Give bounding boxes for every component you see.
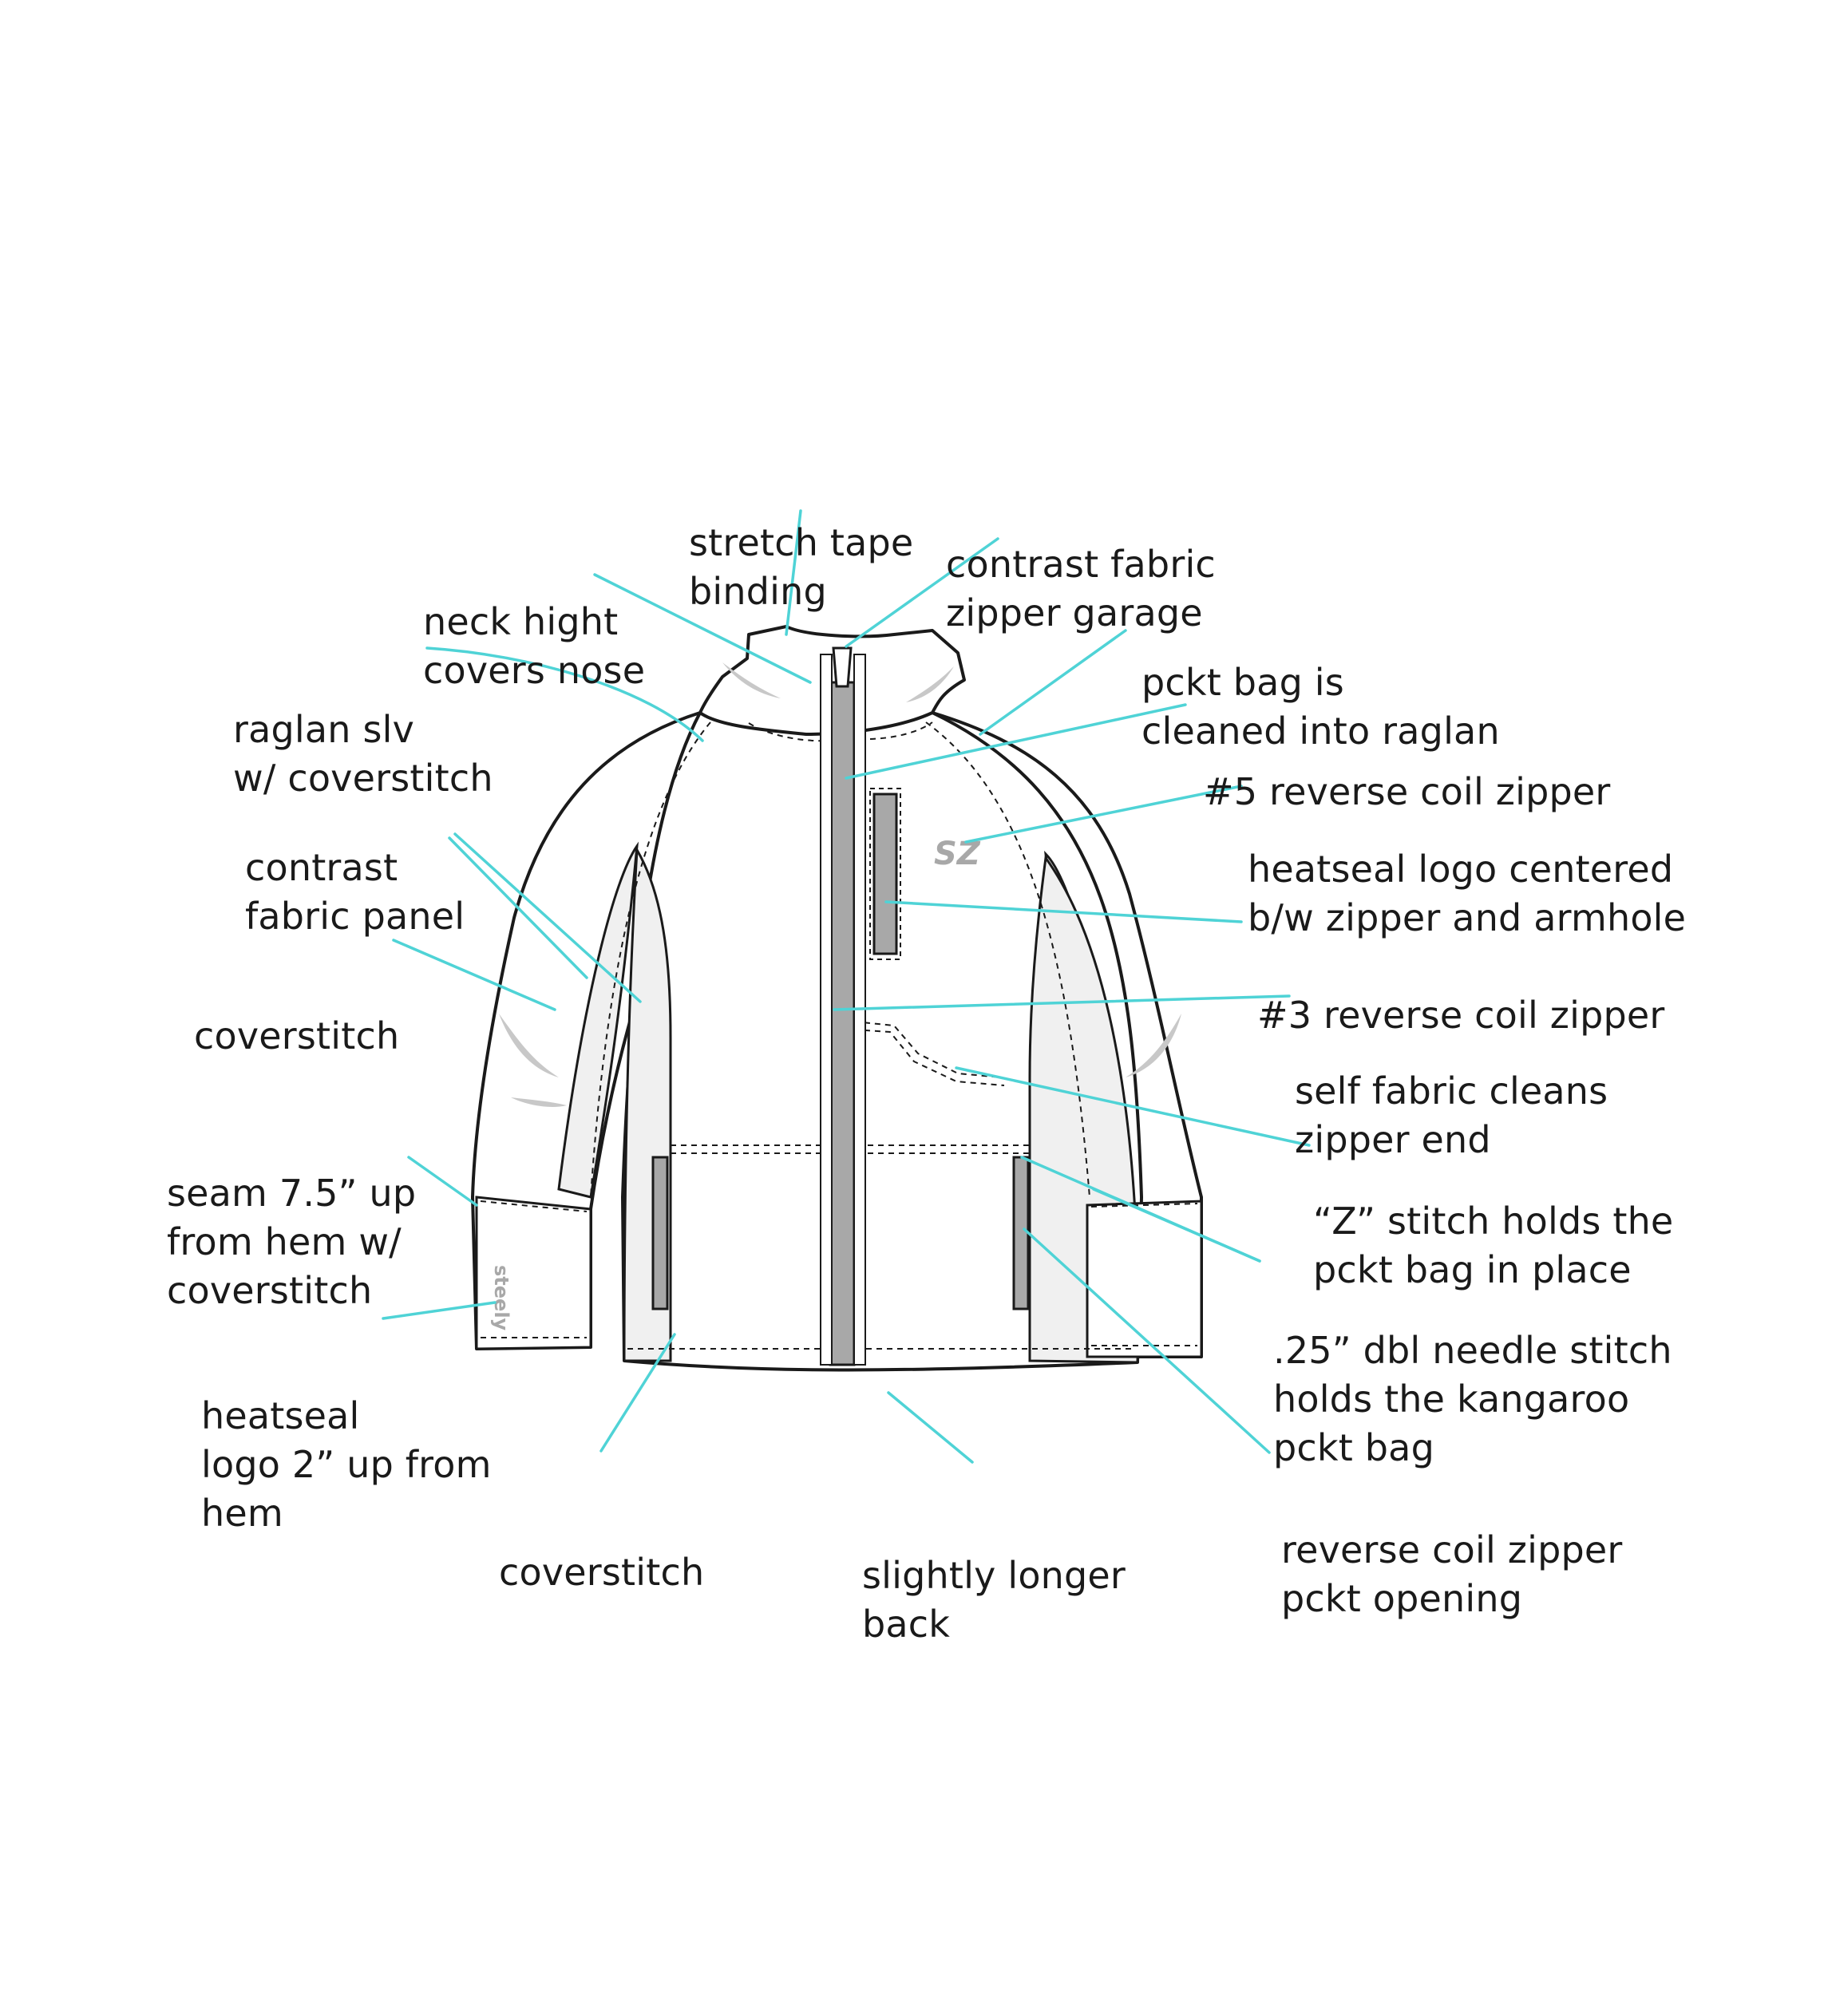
leader-coverstitch-left: [392, 939, 556, 1011]
right-pocket-zipper: [1012, 1156, 1030, 1310]
leader-pckt-bag-raglan: [979, 629, 1127, 736]
left-pocket-zipper: [651, 1156, 669, 1310]
leader-slightly-longer: [887, 1391, 974, 1464]
leader-contrast-garage: [845, 537, 999, 648]
left-cuff: [475, 1196, 592, 1350]
leader-dbl-needle-2: [1092, 1188, 1261, 1263]
chest-zipper: [872, 793, 898, 955]
label-rev-coil-3: #3 reverse coil zipper: [1257, 994, 1665, 1037]
label-coverstitch-bottom: coverstitch: [499, 1551, 705, 1594]
leader-stretch-tape: [785, 509, 802, 636]
leader-rev-coil-5: [845, 703, 1187, 780]
leader-heatseal-hem: [382, 1301, 497, 1320]
right-cuff: [1086, 1200, 1203, 1358]
leader-neck-hight: [593, 573, 812, 684]
leader-seam-hem: [407, 1156, 478, 1207]
leader-rev-coil-3: [884, 900, 1243, 923]
leader-coverstitch-bottom: [599, 1333, 676, 1453]
center-zipper: [829, 681, 856, 1366]
left-side-panel: [557, 841, 639, 1199]
sleeve-logo: steely: [490, 1265, 512, 1331]
leader-raglan-slv: [425, 646, 704, 742]
leader-contrast-panel-2: [453, 832, 642, 1003]
leader-self-fabric: [833, 994, 1291, 1011]
leader-z-stitch: [955, 1066, 1311, 1147]
leader-rev-coil-pocket: [1023, 1227, 1271, 1454]
leader-heatseal-centered: [964, 785, 1243, 844]
label-rev-coil-5: #5 reverse coil zipper: [1203, 770, 1611, 813]
label-coverstitch-left: coverstitch: [194, 1014, 400, 1057]
leader-contrast-panel: [448, 836, 588, 979]
